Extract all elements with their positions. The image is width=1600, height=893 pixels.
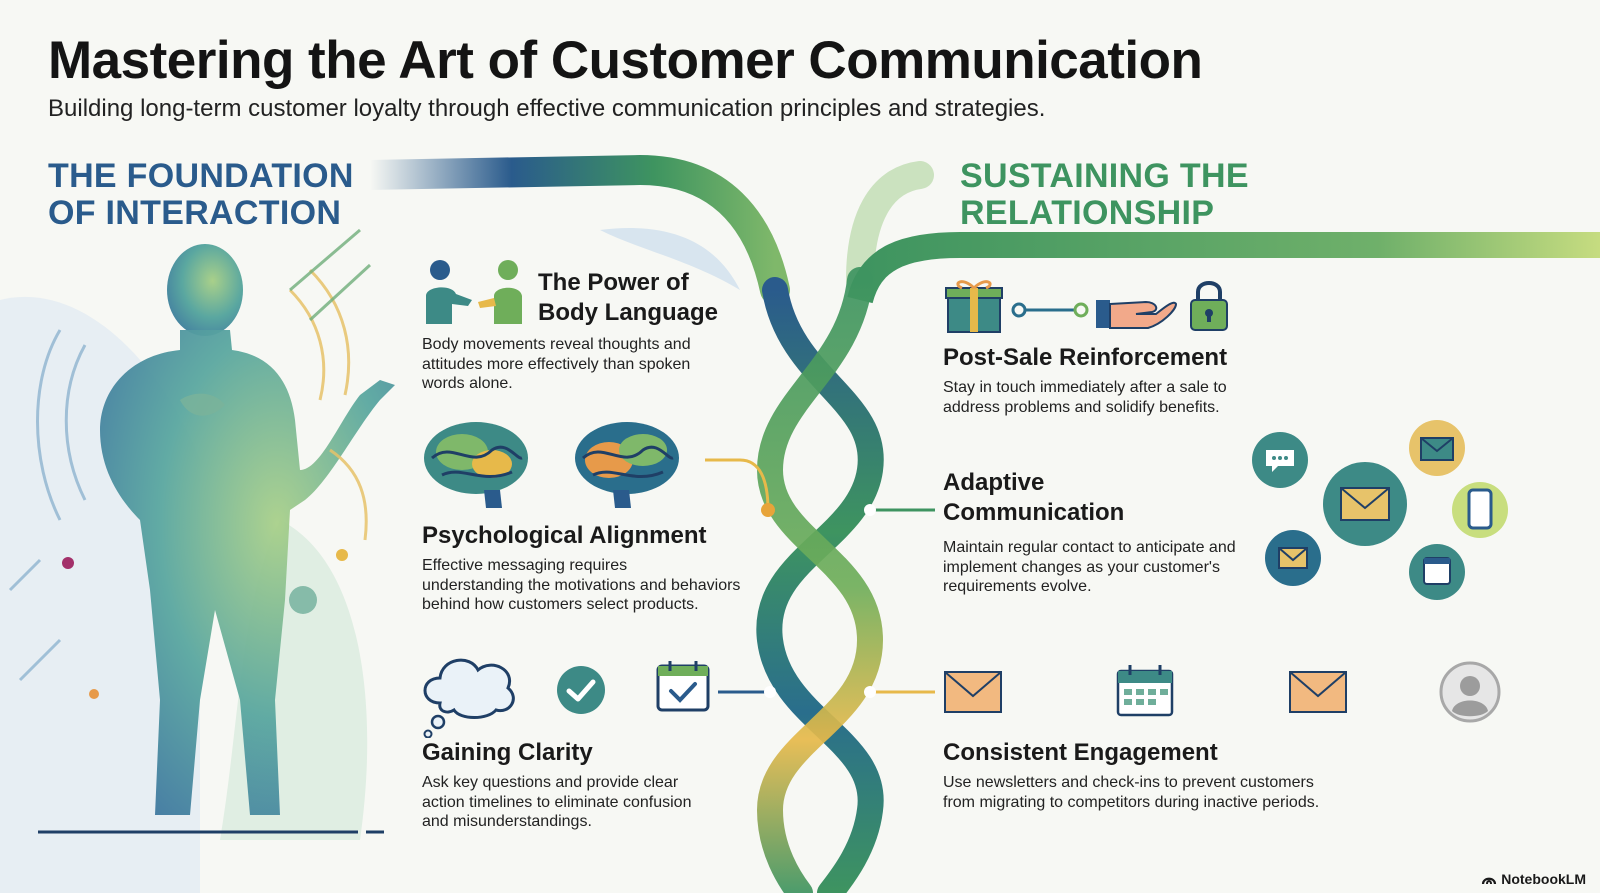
checkmark-icon xyxy=(557,666,605,714)
chat-bubble-icon xyxy=(1252,432,1308,488)
item-title-consistent-engagement: Consistent Engagement xyxy=(943,739,1218,766)
envelope-icon xyxy=(1409,420,1465,476)
calendar-icon xyxy=(1409,544,1465,600)
link-icon xyxy=(1011,302,1089,318)
page-subtitle: Building long-term customer loyalty thro… xyxy=(48,95,1046,122)
calendar-check-icon xyxy=(656,661,710,712)
item-title-gaining-clarity: Gaining Clarity xyxy=(422,739,593,766)
brain-icon xyxy=(424,422,528,508)
item-desc-consistent-engagement: Use newsletters and check-ins to prevent… xyxy=(943,774,1320,811)
item-desc-post-sale: Stay in touch immediately after a sale t… xyxy=(943,379,1227,416)
item-desc-adaptive-communication: Maintain regular contact to anticipate a… xyxy=(943,539,1236,595)
envelope-icon xyxy=(1289,671,1347,713)
notebooklm-logo-icon xyxy=(1482,877,1497,885)
mobile-phone-icon xyxy=(1452,482,1508,538)
envelope-icon xyxy=(1265,530,1321,586)
calendar-icon xyxy=(1116,665,1174,717)
page-title: Mastering the Art of Customer Communicat… xyxy=(48,31,1203,90)
brand-label: NotebookLM xyxy=(1481,871,1586,887)
communication-cluster-graphic xyxy=(1252,420,1508,600)
item-title-post-sale: Post-Sale Reinforcement xyxy=(943,344,1228,371)
item-title-psychological-alignment: Psychological Alignment xyxy=(422,522,707,549)
user-avatar-icon xyxy=(1439,661,1501,723)
section-heading-sustaining: SUSTAINING THE RELATIONSHIP xyxy=(960,157,1249,232)
gift-icon xyxy=(945,280,1003,333)
handshake-icon xyxy=(1096,300,1178,329)
people-gesturing-icon xyxy=(426,260,522,324)
envelope-icon xyxy=(1323,462,1407,546)
human-figure-graphic xyxy=(100,244,395,815)
lock-icon xyxy=(1190,281,1228,331)
brain-icon xyxy=(575,422,679,508)
section-heading-foundation: THE FOUNDATION OF INTERACTION xyxy=(48,157,354,232)
envelope-icon xyxy=(944,671,1002,713)
thought-cloud-icon xyxy=(423,658,515,738)
